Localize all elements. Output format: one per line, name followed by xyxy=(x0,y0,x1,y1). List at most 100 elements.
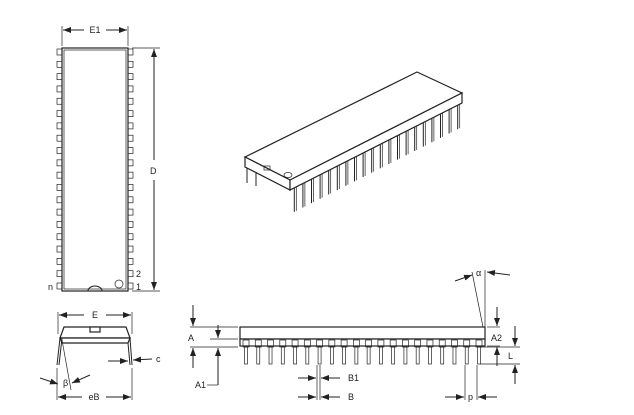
side-pin-lead xyxy=(329,346,334,365)
alpha-label: α xyxy=(476,268,481,278)
beta-arrow xyxy=(39,377,59,385)
iso-top-face xyxy=(243,71,464,181)
pin-n-label: n xyxy=(48,282,53,292)
side-pin-lead xyxy=(244,346,248,365)
top-pin-left xyxy=(56,282,63,290)
e-label: E xyxy=(92,310,98,320)
side-pin-lead xyxy=(428,346,432,365)
end-view: E eB c β xyxy=(39,310,161,402)
pin1-indicator xyxy=(114,279,124,289)
top-pin-right xyxy=(127,184,134,191)
side-pin-lead xyxy=(391,346,396,365)
end-lead-left xyxy=(58,337,63,366)
side-pin-lead xyxy=(305,346,310,365)
end-lead-right xyxy=(127,342,131,366)
top-pin-left xyxy=(56,196,63,204)
alpha-arrow xyxy=(454,274,473,282)
side-pin-lead xyxy=(317,346,322,365)
a2-label: A2 xyxy=(491,333,502,343)
a-label: A xyxy=(188,333,194,343)
end-body-bottom xyxy=(59,337,131,344)
top-pin-left xyxy=(56,85,63,93)
top-pin-left xyxy=(56,134,63,142)
top-view-body xyxy=(61,47,129,292)
d-label: D xyxy=(150,166,157,176)
top-pin-right xyxy=(127,60,134,68)
top-pin-left xyxy=(56,258,63,265)
top-pin-right xyxy=(127,147,134,154)
side-body-top xyxy=(239,326,486,340)
top-pin-right xyxy=(127,159,134,167)
top-pin-right xyxy=(127,73,134,80)
side-pins xyxy=(242,339,483,365)
top-pin-left xyxy=(56,73,63,80)
end-lead-left xyxy=(56,337,61,366)
top-pin-right xyxy=(127,282,134,290)
side-pin-lead xyxy=(366,346,371,365)
b-label: B xyxy=(348,392,354,402)
end-notch xyxy=(89,326,101,333)
top-pin-left xyxy=(56,270,63,278)
top-pin-left xyxy=(56,60,63,68)
side-body-bottom xyxy=(239,338,486,347)
isometric-view xyxy=(243,71,464,212)
a1-label: A1 xyxy=(195,380,206,390)
side-pin-lead xyxy=(464,346,469,365)
pin-2-label: 2 xyxy=(136,269,141,279)
side-view: A A1 A2 L B1 B p xyxy=(188,268,520,402)
beta-label: β xyxy=(63,378,68,388)
side-pin-lead xyxy=(379,346,383,365)
side-pin-lead xyxy=(354,346,359,365)
top-pin-right xyxy=(127,122,134,130)
top-pin-right xyxy=(127,85,134,93)
top-pin-left xyxy=(56,159,63,167)
top-pin-right xyxy=(127,48,134,56)
side-pin-lead xyxy=(415,346,420,365)
top-pin-left xyxy=(56,221,63,228)
side-pin-lead xyxy=(293,346,297,365)
top-view-inner-outline xyxy=(63,49,127,290)
side-pin-lead xyxy=(256,346,261,365)
l-label: L xyxy=(508,351,513,361)
b1-label: B1 xyxy=(348,373,359,383)
top-pin-right xyxy=(127,110,134,117)
top-pin-left xyxy=(56,171,63,179)
c-dim-arrow xyxy=(132,356,153,363)
top-pin-left xyxy=(56,233,63,241)
top-pin-right xyxy=(127,134,134,142)
top-pin-right xyxy=(127,245,134,253)
top-pin-left xyxy=(56,245,63,253)
top-pin-right xyxy=(127,208,134,216)
side-pin-lead xyxy=(403,346,408,365)
angle-line xyxy=(61,339,72,391)
alpha-arrow xyxy=(486,270,511,277)
iso-side-face xyxy=(289,92,463,191)
side-pin-lead xyxy=(268,346,273,365)
side-pin-lead xyxy=(452,346,457,365)
top-pin-right xyxy=(127,258,134,265)
top-pin-right xyxy=(127,233,134,241)
iso-pin1-indicator xyxy=(283,172,293,178)
e1-label: E1 xyxy=(89,25,100,35)
side-pin-lead xyxy=(477,346,481,365)
p-label: p xyxy=(468,392,473,402)
beta-arrow xyxy=(71,374,91,384)
top-pin-right xyxy=(127,171,134,179)
top-pin-left xyxy=(56,184,63,191)
top-pin-right xyxy=(127,221,134,228)
top-pin-right xyxy=(127,270,134,278)
top-view-pins xyxy=(56,48,134,290)
side-pin-lead xyxy=(280,346,285,365)
iso-notch xyxy=(263,165,271,171)
pin-1-label: 1 xyxy=(136,282,141,292)
top-pin-left xyxy=(56,110,63,117)
top-pin-left xyxy=(56,147,63,154)
top-pin-right xyxy=(127,97,134,105)
side-pin-lead xyxy=(440,346,445,365)
top-view: E1 D n 2 1 xyxy=(48,25,160,292)
top-pin-left xyxy=(56,48,63,56)
top-pin-left xyxy=(56,97,63,105)
top-pin-left xyxy=(56,208,63,216)
top-pin-right xyxy=(127,196,134,204)
